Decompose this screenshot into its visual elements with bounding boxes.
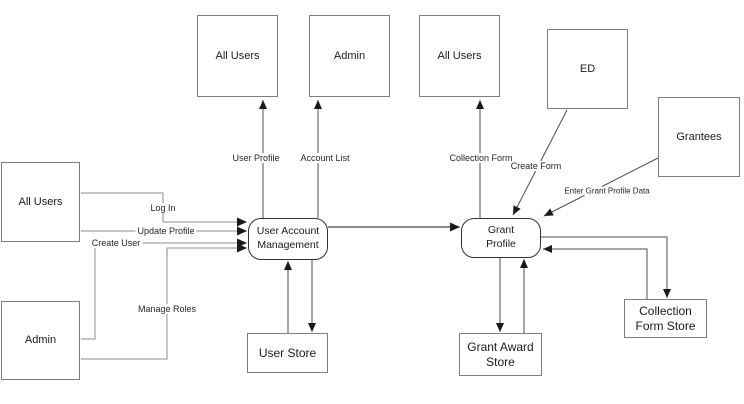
- node-label: Grant Profile: [486, 224, 516, 250]
- node-label: Collection Form Store: [635, 303, 696, 333]
- edge-label-update-profile: Update Profile: [135, 226, 197, 236]
- edge-label-manage-roles: Manage Roles: [135, 304, 199, 314]
- node-grant-award-store: Grant Award Store: [459, 333, 542, 376]
- node-label: All Users: [437, 49, 482, 62]
- node-collection-form-store: Collection Form Store: [624, 299, 707, 338]
- edge-gp-to-collection-form-store: [541, 236, 671, 298]
- node-user-store: User Store: [247, 333, 328, 373]
- edge-label-create-form: Create Form: [508, 161, 564, 171]
- node-label: User Store: [258, 345, 317, 360]
- node-label: All Users: [215, 49, 260, 62]
- node-user-account-management: User Account Management: [248, 218, 328, 260]
- node-all-users-top-right: All Users: [419, 15, 500, 97]
- node-label: Grant Award Store: [467, 339, 534, 369]
- node-label: Admin: [24, 334, 57, 347]
- node-admin-top: Admin: [309, 15, 390, 97]
- node-grant-profile: Grant Profile: [461, 218, 541, 258]
- node-label: Admin: [333, 49, 366, 62]
- edge-label-create-user: Create User: [89, 238, 143, 248]
- node-grantees: Grantees: [658, 97, 740, 177]
- edge-label-collection-form: Collection Form: [447, 153, 515, 163]
- edge-create-user: [81, 238, 247, 340]
- node-ed: ED: [547, 29, 628, 109]
- node-label: ED: [579, 62, 596, 75]
- edge-label-enter-grant-profile-data: Enter Grant Profile Data: [562, 186, 652, 196]
- edge-label-log-in: Log In: [148, 203, 178, 213]
- node-label: All Users: [18, 195, 63, 208]
- node-all-users-top-left: All Users: [197, 15, 278, 97]
- node-all-users-left: All Users: [1, 162, 80, 242]
- node-label: Grantees: [676, 130, 722, 143]
- edge-label-account-list: Account List: [298, 153, 352, 163]
- edge-collection-form-store-to-gp: [543, 245, 648, 299]
- edge-manage-roles: [81, 243, 247, 360]
- node-label: User Account Management: [256, 225, 320, 251]
- node-admin-left: Admin: [1, 301, 80, 380]
- edge-label-user-profile: User Profile: [230, 153, 282, 163]
